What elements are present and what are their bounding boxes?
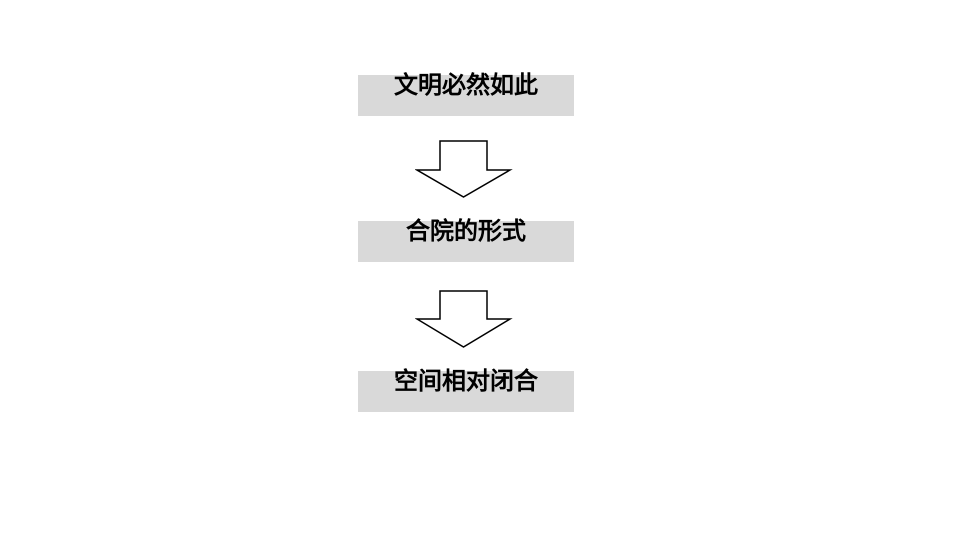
node-box-courtyard-form: 合院的形式	[358, 217, 574, 262]
node-label: 空间相对闭合	[394, 367, 538, 395]
node-label: 文明必然如此	[394, 71, 538, 99]
down-arrow-icon	[415, 289, 513, 349]
node-label: 合院的形式	[406, 217, 526, 245]
down-arrow-icon	[415, 139, 513, 199]
node-box-civilization: 文明必然如此	[358, 71, 574, 116]
node-box-enclosed-space: 空间相对闭合	[358, 367, 574, 412]
